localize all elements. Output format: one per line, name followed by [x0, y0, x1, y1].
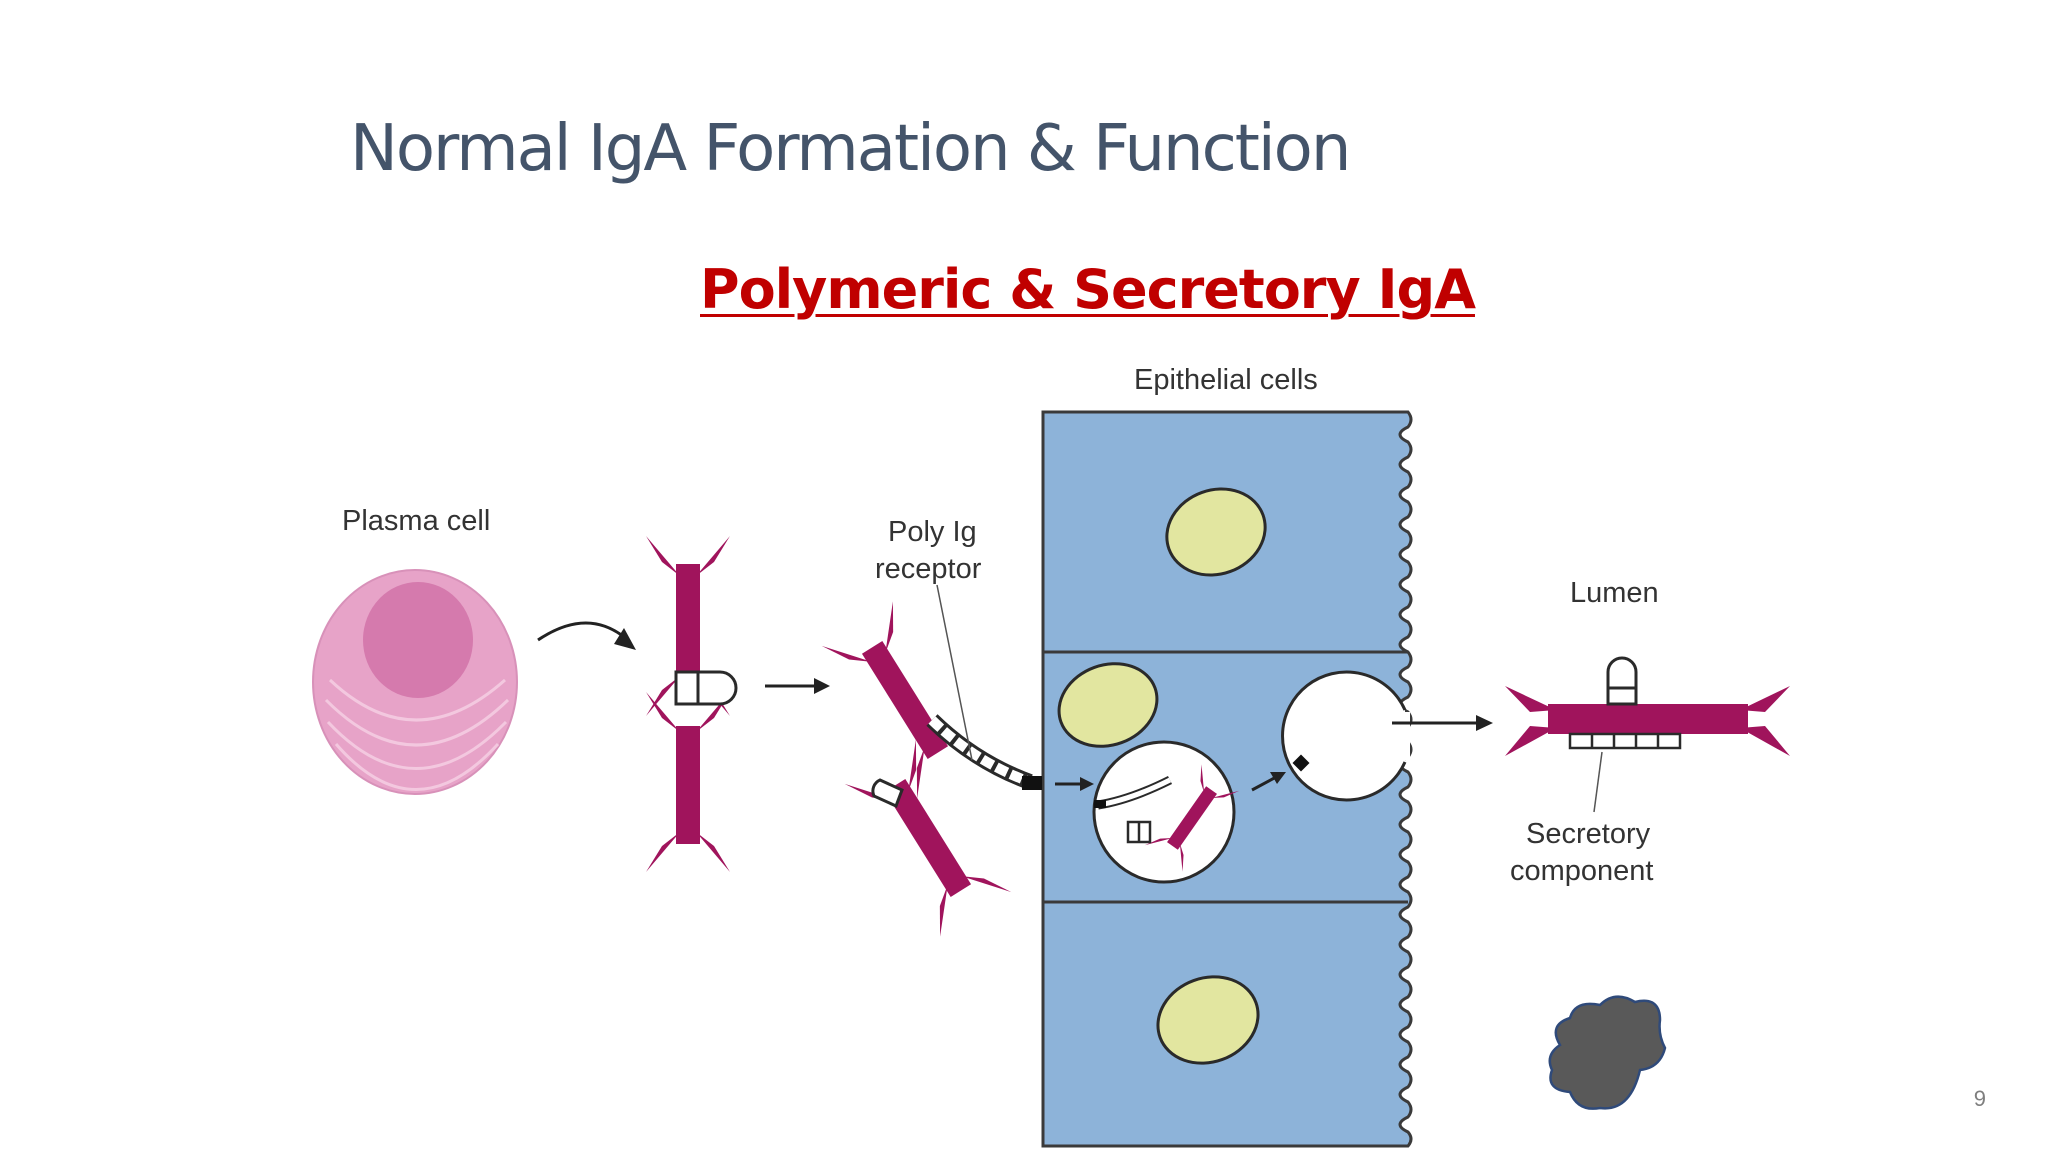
- iga-receptor-complex: [821, 601, 1042, 937]
- label-poly-ig-receptor-1: Poly Ig: [888, 516, 977, 548]
- gray-blob: [1548, 995, 1667, 1110]
- plasma-cell: [312, 569, 518, 795]
- cell-nucleus-middle: [1057, 662, 1159, 748]
- label-plasma-cell: Plasma cell: [342, 505, 490, 537]
- binding-arrow: [765, 678, 830, 694]
- slide-subtitle: Polymeric & Secretory IgA: [700, 258, 1476, 321]
- j-chain-bound: [871, 778, 904, 809]
- label-epithelial-cells: Epithelial cells: [1134, 364, 1318, 396]
- secretion-arrow: [537, 621, 636, 650]
- label-secretory-component-2: component: [1510, 855, 1654, 887]
- secretory-component-strip: [1568, 732, 1682, 750]
- epithelial-cells: [1041, 410, 1413, 1148]
- transcytosis-arrows: [1055, 772, 1286, 792]
- exocytosis-vesicle: [1281, 670, 1410, 802]
- label-poly-ig-receptor-2: receptor: [875, 553, 982, 585]
- dimeric-iga: [646, 536, 738, 872]
- j-chain-lumen: [1606, 656, 1638, 706]
- page-number: 9: [1973, 1086, 1986, 1111]
- j-chain: [674, 670, 738, 706]
- slide-title: Normal IgA Formation & Function: [350, 112, 1351, 186]
- lumen-arrow: [1392, 715, 1493, 731]
- cell-nucleus-top: [1165, 487, 1267, 577]
- label-secretory-component-1: Secretory: [1526, 818, 1651, 850]
- receptor-pointer-line: [936, 584, 973, 761]
- label-lumen: Lumen: [1570, 577, 1659, 609]
- transport-vesicle: [1092, 740, 1240, 884]
- secretory-iga: [1505, 656, 1790, 813]
- plasma-cell-nucleus: [363, 582, 473, 698]
- cell-nucleus-bottom: [1156, 975, 1260, 1065]
